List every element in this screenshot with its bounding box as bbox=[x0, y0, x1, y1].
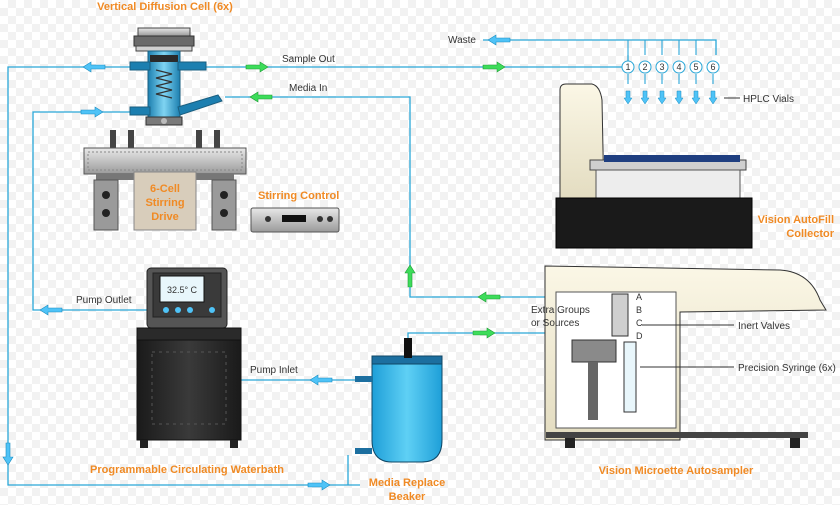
vial-number: 3 bbox=[659, 62, 664, 72]
stirring-control-unit bbox=[250, 207, 340, 233]
arrow-blue-left bbox=[82, 61, 106, 73]
vial-number: 2 bbox=[642, 62, 647, 72]
valve-letter: A bbox=[636, 292, 642, 302]
pump-inlet-label: Pump Inlet bbox=[250, 365, 298, 376]
autosampler-label: Vision Microette Autosampler bbox=[599, 465, 754, 477]
inert-valves-label: Inert Valves bbox=[738, 321, 790, 332]
vial-ports: 1 2 3 4 5 6 bbox=[621, 60, 720, 74]
arrow-blue-down bbox=[2, 442, 14, 466]
arrow-green-left bbox=[477, 291, 501, 303]
hplc-vials-label: HPLC Vials bbox=[743, 94, 794, 105]
flow-arrows bbox=[2, 34, 718, 491]
arrow-blue-left bbox=[487, 34, 511, 46]
autofill-label-1: Vision AutoFill bbox=[758, 214, 834, 226]
arrow-blue-right bbox=[307, 479, 331, 491]
vial-arrows bbox=[623, 90, 718, 105]
microette-autosampler bbox=[544, 265, 827, 448]
autofill-label-2: Collector bbox=[786, 228, 834, 240]
media-replace-beaker bbox=[355, 338, 443, 463]
extra-groups-label-2: or Sources bbox=[531, 318, 579, 329]
diffusion-cell bbox=[129, 27, 223, 126]
media-in-label: Media In bbox=[289, 83, 327, 94]
valve-letter: C bbox=[636, 318, 643, 328]
autofill-collector bbox=[555, 83, 753, 249]
vial-number: 6 bbox=[710, 62, 715, 72]
sample-out-label: Sample Out bbox=[282, 54, 335, 65]
diagram-title: Vertical Diffusion Cell (6x) bbox=[97, 1, 233, 13]
arrow-green-right bbox=[472, 327, 496, 339]
extra-groups-label-1: Extra Groups bbox=[531, 305, 590, 316]
temperature-display: 32.5° C bbox=[167, 285, 198, 295]
stirring-drive: 6-Cell Stirring Drive bbox=[83, 130, 247, 231]
beaker-label-2: Beaker bbox=[389, 491, 426, 503]
arrow-green-up bbox=[404, 264, 416, 288]
precision-syringe-label: Precision Syringe (6x) bbox=[738, 363, 836, 374]
arrow-green-right bbox=[482, 61, 506, 73]
circulating-waterbath: 32.5° C bbox=[136, 267, 242, 448]
arrow-blue-left bbox=[309, 374, 333, 386]
drive-label-1: 6-Cell bbox=[150, 183, 180, 195]
valve-letter: D bbox=[636, 331, 643, 341]
arrow-blue-left bbox=[39, 304, 63, 316]
inert-valve-ports: A B C D bbox=[636, 292, 643, 341]
waste-label: Waste bbox=[448, 35, 476, 46]
drive-label-2: Stirring bbox=[145, 197, 184, 209]
arrow-green-left bbox=[249, 91, 273, 103]
vial-number: 1 bbox=[625, 62, 630, 72]
vial-number: 5 bbox=[693, 62, 698, 72]
vial-number: 4 bbox=[676, 62, 681, 72]
beaker-label-1: Media Replace bbox=[369, 477, 445, 489]
arrow-green-right bbox=[245, 61, 269, 73]
valve-letter: B bbox=[636, 305, 642, 315]
pump-outlet-label: Pump Outlet bbox=[76, 295, 132, 306]
stirring-control-label: Stirring Control bbox=[258, 190, 339, 202]
waterbath-label: Programmable Circulating Waterbath bbox=[90, 464, 284, 476]
arrow-blue-right bbox=[80, 106, 104, 118]
drive-label-3: Drive bbox=[151, 211, 179, 223]
